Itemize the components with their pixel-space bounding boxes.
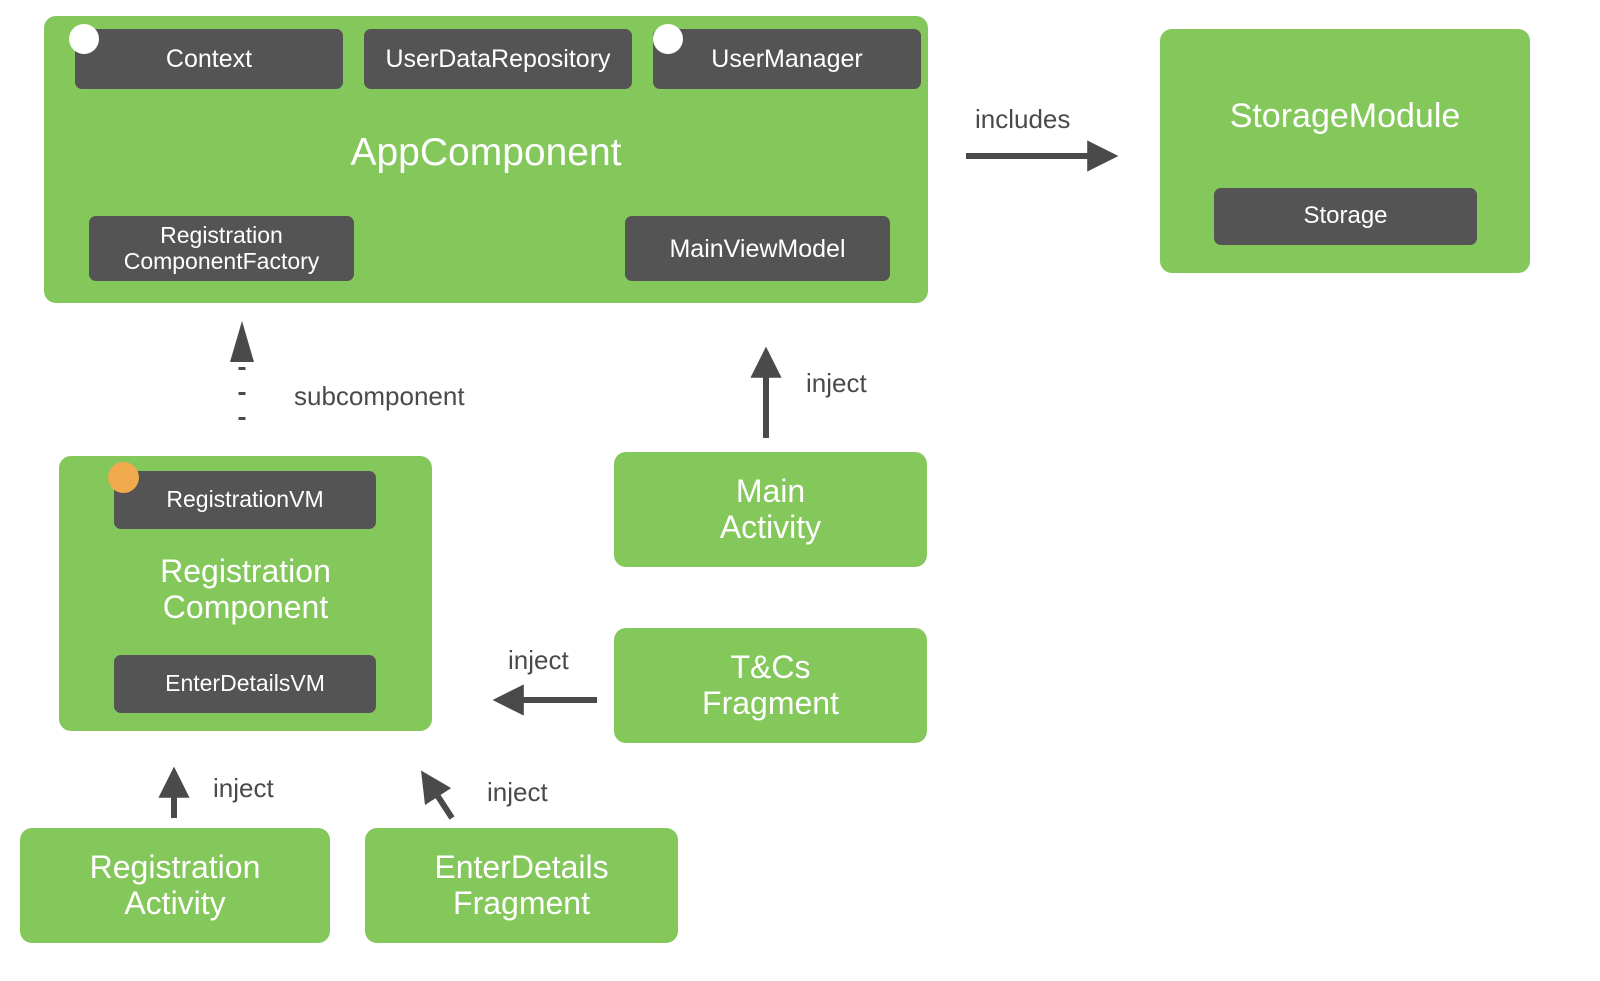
binding-storage-label: Storage <box>1303 202 1388 230</box>
client-main-activity-label: Main Activity <box>719 472 822 545</box>
binding-user-data-repository[interactable]: UserDataRepository <box>364 29 632 89</box>
client-registration-activity-label: Registration Activity <box>89 848 261 921</box>
client-tcs-fragment-label: T&Cs Fragment <box>702 648 839 721</box>
edge-inject-enter-details-fragment-arrow <box>421 770 455 820</box>
edge-label-inject-main-activity: inject <box>806 368 867 398</box>
app-component-title: AppComponent <box>350 131 622 174</box>
edge-label-includes: includes <box>975 104 1071 134</box>
entry-point-marker-context <box>69 24 99 54</box>
edge-label-subcomponent: subcomponent <box>294 381 465 411</box>
edge-label-inject-registration-activity: inject <box>213 773 274 803</box>
binding-registration-vm-label: RegistrationVM <box>166 486 324 513</box>
binding-enter-details-vm-label: EnterDetailsVM <box>165 670 325 697</box>
edge-label-inject-tcs-fragment: inject <box>508 645 569 675</box>
binding-registration-component-factory-label: Registration ComponentFactory <box>123 221 320 274</box>
binding-context[interactable]: Context <box>75 29 343 89</box>
binding-main-view-model[interactable]: MainViewModel <box>625 216 890 281</box>
client-tcs-fragment[interactable]: T&Cs Fragment <box>614 628 927 743</box>
binding-registration-component-factory[interactable]: Registration ComponentFactory <box>89 216 354 281</box>
binding-main-view-model-label: MainViewModel <box>669 234 846 263</box>
binding-user-data-repository-label: UserDataRepository <box>385 45 611 73</box>
client-enter-details-fragment[interactable]: EnterDetails Fragment <box>365 828 678 943</box>
binding-user-manager[interactable]: UserManager <box>653 29 921 89</box>
entry-point-marker-user-manager <box>653 24 683 54</box>
client-registration-activity[interactable]: Registration Activity <box>20 828 330 943</box>
edge-label-inject-enter-details-fragment: inject <box>487 777 548 807</box>
binding-enter-details-vm[interactable]: EnterDetailsVM <box>114 655 376 713</box>
storage-module-title: StorageModule <box>1229 97 1461 135</box>
binding-user-manager-label: UserManager <box>711 45 863 73</box>
binding-registration-vm[interactable]: RegistrationVM <box>114 471 376 529</box>
client-enter-details-fragment-label: EnterDetails Fragment <box>434 848 609 921</box>
binding-context-label: Context <box>165 45 253 73</box>
client-main-activity[interactable]: Main Activity <box>614 452 927 567</box>
edge-subcomponent-arrow <box>230 321 254 420</box>
binding-storage[interactable]: Storage <box>1214 188 1477 245</box>
registration-component-title: Registration Component <box>160 553 331 626</box>
entry-point-marker-registration-vm <box>108 462 139 493</box>
